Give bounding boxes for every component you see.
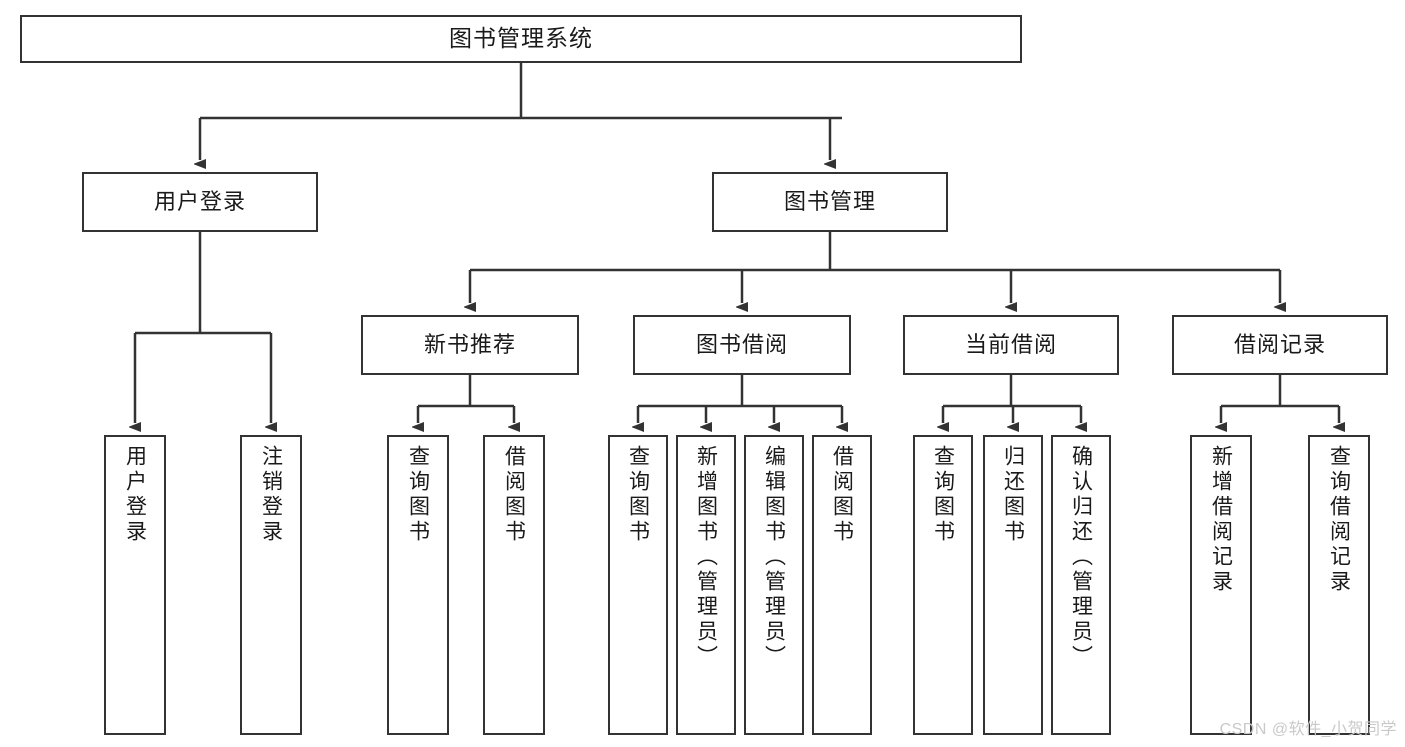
node-leaf-edit-book[interactable]: 编辑图书（管理员） [744,435,804,735]
node-label: 注销登录 [259,445,283,545]
node-leaf-user-login[interactable]: 用户登录 [104,435,166,735]
node-leaf-query-book-3[interactable]: 查询图书 [913,435,973,735]
node-leaf-borrow-book-1[interactable]: 借阅图书 [483,435,545,735]
node-leaf-query-book-1[interactable]: 查询图书 [387,435,449,735]
node-leaf-borrow-book-2[interactable]: 借阅图书 [812,435,872,735]
watermark-text: CSDN @软件_小贺同学 [1219,721,1397,738]
node-new-book-rec[interactable]: 新书推荐 [361,315,579,375]
node-label: 图书管理系统 [449,25,593,52]
node-label: 借阅图书 [502,445,526,545]
node-label: 查询图书 [406,445,430,545]
node-label: 新增图书（管理员） [694,445,718,670]
node-leaf-add-record[interactable]: 新增借阅记录 [1190,435,1252,735]
node-leaf-add-book[interactable]: 新增图书（管理员） [676,435,736,735]
node-borrow-record[interactable]: 借阅记录 [1172,315,1388,375]
node-user-login[interactable]: 用户登录 [82,172,318,232]
node-label: 查询借阅记录 [1327,445,1351,595]
node-label: 查询图书 [931,445,955,545]
node-label: 编辑图书（管理员） [762,445,786,670]
node-book-manage[interactable]: 图书管理 [712,172,948,232]
node-label: 查询图书 [626,445,650,545]
node-leaf-return-book[interactable]: 归还图书 [983,435,1043,735]
node-root-system[interactable]: 图书管理系统 [20,15,1022,63]
node-leaf-query-record[interactable]: 查询借阅记录 [1308,435,1370,735]
node-current-borrow[interactable]: 当前借阅 [903,315,1119,375]
node-label: 借阅图书 [830,445,854,545]
node-label: 图书管理 [783,189,876,215]
node-leaf-confirm-return[interactable]: 确认归还（管理员） [1051,435,1111,735]
node-label: 借阅记录 [1233,332,1326,358]
node-leaf-query-book-2[interactable]: 查询图书 [608,435,668,735]
node-label: 用户登录 [153,189,246,215]
node-label: 新增借阅记录 [1209,445,1233,595]
node-label: 新书推荐 [423,332,516,358]
node-leaf-logout[interactable]: 注销登录 [240,435,302,735]
node-label: 用户登录 [123,445,147,545]
node-label: 当前借阅 [964,332,1057,358]
node-label: 图书借阅 [695,332,788,358]
node-label: 归还图书 [1001,445,1025,545]
node-label: 确认归还（管理员） [1069,445,1093,670]
node-book-borrow[interactable]: 图书借阅 [633,315,851,375]
